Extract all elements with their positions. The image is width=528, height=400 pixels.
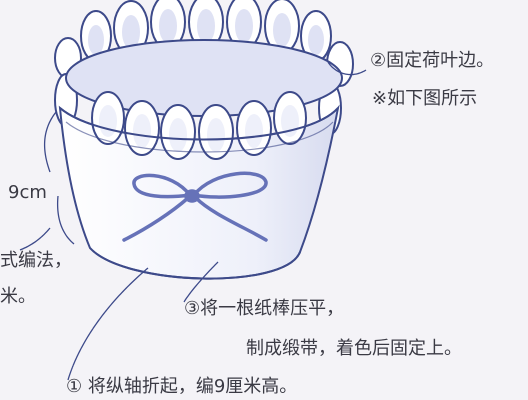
height-label: 9cm — [8, 182, 47, 203]
back-scallop-edge — [54, 0, 354, 87]
step3-label: ③将一根纸棒压平， — [184, 298, 345, 319]
leader-height — [43, 111, 57, 173]
left-text-line1: 式编法， — [0, 250, 72, 271]
leader-step1 — [67, 267, 149, 381]
leader-height-lower — [56, 195, 75, 245]
leader-left — [19, 227, 51, 251]
step2-label: ②固定荷叶边。 — [370, 50, 495, 71]
step2-note: ※如下图所示 — [372, 88, 478, 109]
step3-note: 制成缎带，着色后固定上。 — [246, 338, 462, 359]
left-text-line2: 米。 — [0, 286, 36, 307]
leader-step3 — [183, 261, 219, 303]
step1-label: ① 将纵轴折起，编9厘米高。 — [66, 376, 298, 397]
leader-step2 — [327, 61, 367, 76]
ribbon-bow — [122, 171, 268, 242]
